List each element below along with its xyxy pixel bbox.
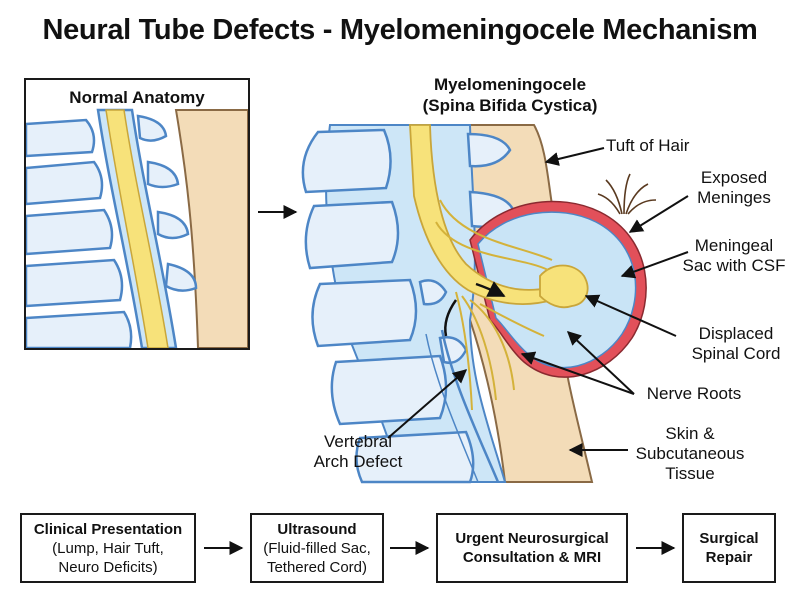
label-tuft-of-hair: Tuft of Hair: [606, 136, 690, 155]
nerve-roots-lines: [435, 199, 553, 411]
normal-vertebrae: [26, 118, 133, 348]
lower-canal-dura: [440, 329, 500, 483]
defect-gap-mark: [444, 299, 458, 337]
flow-clinical-desc: (Lump, Hair Tuft, Neuro Deficits): [52, 539, 164, 576]
flow-ultrasound-title: Ultrasound: [277, 520, 357, 538]
label-meningeal-sac: Meningeal Sac with CSF: [682, 236, 786, 275]
normal-skin: [174, 109, 248, 348]
flow-neurosurgical-consult: Urgent Neurosurgical Consultation & MRI: [436, 513, 628, 583]
flow-ultrasound: Ultrasound (Fluid-filled Sac, Tethered C…: [250, 513, 384, 583]
hair-tuft-drawing: [597, 173, 657, 215]
cord-placode: [539, 264, 589, 309]
cord-displacement-arrow: [475, 281, 506, 298]
vertebral-bodies: [301, 128, 475, 484]
label-exposed-meninges: Exposed Meninges: [697, 168, 771, 207]
flow-repair-title: Surgical Repair: [699, 530, 759, 566]
normal-anatomy-title: Normal Anatomy: [69, 88, 205, 107]
page-title: Neural Tube Defects - Myelomeningocele M…: [42, 14, 758, 46]
defect-panel-title: Myelomeningocele (Spina Bifida Cystica): [422, 75, 598, 115]
label-vertebral-defect: Vertebral Arch Defect: [313, 432, 403, 471]
normal-spine-illustration: [26, 108, 248, 348]
normal-spinal-cord: [105, 109, 169, 348]
flow-clinical-presentation: Clinical Presentation (Lump, Hair Tuft, …: [20, 513, 196, 583]
flow-clinical-title: Clinical Presentation: [33, 520, 183, 538]
label-nerve-roots: Nerve Roots: [646, 384, 742, 403]
flow-consult-title: Urgent Neurosurgical Consultation & MRI: [455, 530, 609, 566]
lower-canal-inner: [425, 333, 479, 483]
normal-anatomy-panel: Normal Anatomy: [24, 78, 250, 350]
normal-spinous-processes: [136, 114, 198, 292]
flow-ultrasound-desc: (Fluid-filled Sac, Tethered Cord): [263, 539, 371, 576]
broken-lamina: [418, 279, 468, 364]
annotation-arrows: [387, 147, 689, 457]
label-displaced-cord: Displaced Spinal Cord: [691, 324, 781, 363]
label-skin-tissue: Skin & Subcutaneous Tissue: [635, 424, 745, 483]
flow-surgical-repair: Surgical Repair: [682, 513, 776, 583]
